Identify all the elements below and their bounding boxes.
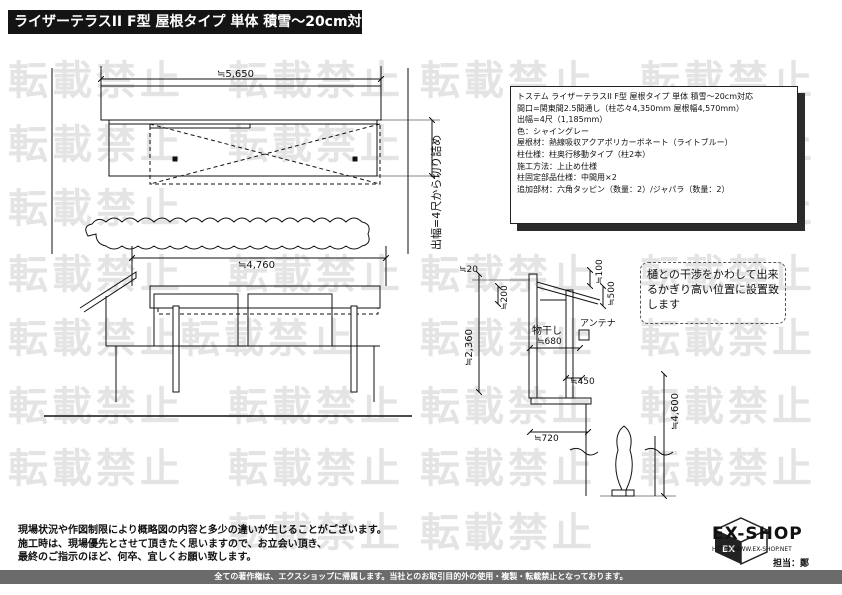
- section-dim-500: ≒500: [607, 281, 617, 306]
- section-roof: [536, 281, 601, 301]
- plan-post-marker: [352, 156, 358, 162]
- section-dim-100: ≒100: [595, 259, 605, 284]
- spec-line: 間口=関東間2.5間通し（柱芯々4,350mm 屋根幅4,570mm）: [517, 103, 744, 113]
- footer-notes: 現場状況や作図制限により概略図の内容と多少の違いが生じることがございます。 施工…: [18, 524, 478, 565]
- section-dim-200: ≒200: [500, 285, 510, 310]
- front-width-label: ≒4,760: [238, 260, 275, 271]
- spec-line: 追加部材：六角タッピン（数量：2）/ジャパラ（数量：2）: [517, 184, 730, 194]
- plan-house-wall: [100, 85, 382, 121]
- svg-text:EX: EX: [722, 545, 735, 555]
- section-tree: [615, 425, 633, 491]
- section-dim-720: ≒720: [534, 434, 559, 444]
- section-dim-4600: ≒4,600: [670, 393, 681, 430]
- section-dim-2360: ≒2,360: [464, 329, 475, 366]
- spec-line: 屋根材：熱線吸収アクアポリカーボネート（ライトブルー）: [517, 138, 733, 148]
- section-roof: [536, 286, 599, 305]
- logo-name: EX-SHOP: [712, 524, 803, 544]
- ex-shop-logo-icon: EX: [713, 517, 769, 566]
- section-wall-base: [530, 397, 592, 405]
- section-dim-450: ≒450: [570, 377, 595, 387]
- spec-line: 色：シャイングレー: [517, 126, 589, 136]
- plan-width-label: ≒5,650: [217, 69, 254, 80]
- front-post-left: [172, 305, 180, 393]
- plan-diagonal: [149, 123, 381, 185]
- footer-note-line: 最終のご指示のほど、何卒、宜しくお願い致します。: [18, 552, 257, 563]
- section-dim-20: ≒20: [459, 265, 478, 275]
- staff-name: 担当：鄭: [773, 559, 810, 569]
- front-house-roof: [79, 271, 137, 313]
- copyright-bar: 全ての著作権は、エクスショップに帰属します。当社とのお取引目的外の使用・複製・転…: [0, 570, 842, 584]
- section-dim-680: ≒680: [537, 337, 562, 347]
- installation-note: 樋との干渉をかわして出来るかぎり高い位置に設置致します: [640, 262, 786, 324]
- section-break-mark: [644, 447, 674, 456]
- front-roof-dashed: [157, 307, 379, 315]
- footer-note-line: 現場状況や作図制限により概略図の内容と多少の違いが生じることがございます。: [18, 525, 387, 536]
- front-terrace-roof: [149, 285, 381, 309]
- plan-original-extent: [149, 123, 381, 185]
- logo-url: HTTP://WWW.EX-SHOP.NET: [712, 546, 792, 553]
- plan-depth-label: 出幅=4尺から切り詰め: [429, 135, 443, 250]
- front-window: [247, 293, 333, 347]
- plan-hedge: [85, 217, 370, 250]
- section-tree-base: [611, 489, 635, 497]
- spec-line: 柱固定部品仕様：中間用×2: [517, 173, 617, 183]
- spec-line: 施工方法：上止め仕様: [517, 161, 597, 171]
- spec-box: トステム ライザーテラスII F型 屋根タイプ 単体 積雪～20cm対応 間口=…: [510, 86, 798, 224]
- spec-line: 柱仕様：柱奥行移動タイプ（柱2本）: [517, 149, 651, 159]
- drawing-title: ライザーテラスII F型 屋根タイプ 単体 積雪～20cm対応: [8, 10, 376, 34]
- front-post-right: [350, 305, 358, 393]
- section-label-dryer: 物干し: [532, 324, 562, 337]
- spec-line: 出幅=4尺（1,185mm）: [517, 115, 608, 125]
- section-antenna-bracket: [578, 329, 590, 341]
- spec-line: トステム ライザーテラスII F型 屋根タイプ 単体 積雪～20cm対応: [517, 92, 754, 101]
- plan-post-marker: [172, 156, 178, 162]
- front-elevation: [44, 246, 412, 417]
- plan-view: [51, 66, 440, 254]
- plan-diagonal: [149, 123, 381, 185]
- section-break-mark: [569, 447, 599, 456]
- section-view: [472, 270, 676, 496]
- section-label-antenna: アンテナ: [580, 318, 616, 329]
- footer-note-line: 施工時は、現場優先とさせて頂きたく思いますので、お立会い頂き、: [18, 538, 327, 550]
- front-window: [153, 293, 239, 347]
